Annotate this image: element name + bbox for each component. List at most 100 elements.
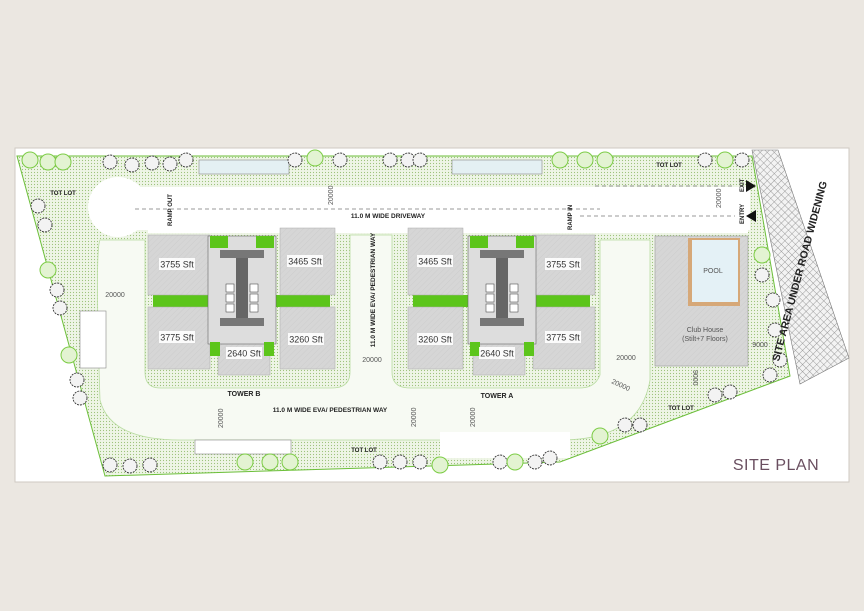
ramp-in-label: RAMP IN	[568, 205, 574, 230]
tree-icon	[527, 454, 543, 470]
tree-icon	[102, 457, 118, 473]
unit-area-label: 3465 Sft	[288, 257, 322, 267]
tree-icon	[49, 282, 65, 298]
dimension-label: 20000	[616, 355, 636, 362]
tree-icon	[551, 151, 569, 169]
tree-icon	[69, 372, 85, 388]
tree-icon	[39, 261, 57, 279]
tot-lot-label: TOT LOT	[668, 406, 694, 412]
unit-area-label: 3775 Sft	[160, 333, 194, 343]
tree-icon	[697, 152, 713, 168]
parking-bottom	[194, 439, 292, 455]
tree-icon	[372, 454, 388, 470]
ramp-out-label: RAMP OUT	[168, 194, 174, 226]
exit-label: EXIT	[740, 178, 746, 192]
unit-area-label: 3260 Sft	[289, 335, 323, 345]
eva-horizontal-label: 11.0 M WIDE EVA/ PEDESTRIAN WAY	[273, 407, 388, 414]
dimension-label: 20000	[470, 407, 477, 427]
tree-icon	[39, 153, 57, 171]
unit-area-label: 3260 Sft	[418, 335, 452, 345]
tree-icon	[306, 149, 324, 167]
tree-icon	[492, 454, 508, 470]
tree-icon	[178, 152, 194, 168]
tower-a-label: TOWER A	[481, 393, 514, 400]
tree-icon	[772, 352, 788, 368]
tree-icon	[707, 387, 723, 403]
tree-icon	[261, 453, 279, 471]
tree-icon	[21, 151, 39, 169]
tree-icon	[767, 322, 783, 338]
tree-icon	[236, 453, 254, 471]
unit-area-label: 3755 Sft	[160, 260, 194, 270]
tree-icon	[122, 458, 138, 474]
site-plan-title: SITE PLAN	[733, 457, 819, 474]
eva-pedestrian-way	[97, 234, 651, 441]
tree-icon	[576, 151, 594, 169]
tree-icon	[30, 198, 46, 214]
pool-label: POOL	[703, 268, 723, 275]
tower-b-block: 3755 Sft 3465 Sft 3775 Sft 2640 Sft 3260 Sft	[147, 227, 336, 376]
dimension-label: 20000	[328, 185, 335, 205]
club-house-label: Club House	[687, 327, 724, 334]
tree-icon	[753, 246, 771, 264]
tree-icon	[37, 217, 53, 233]
tree-icon	[412, 152, 428, 168]
tree-icon	[734, 152, 750, 168]
tree-icon	[632, 417, 648, 433]
tree-icon	[142, 457, 158, 473]
dimension-label: 20000	[362, 357, 382, 364]
planter-top-a	[451, 159, 543, 175]
tree-icon	[52, 300, 68, 316]
tot-lot-label: TOT LOT	[351, 448, 377, 454]
driveway	[102, 187, 750, 230]
tree-icon	[506, 453, 524, 471]
tot-lot-label: TOT LOT	[50, 191, 76, 197]
tree-icon	[765, 292, 781, 308]
tot-lot-label: TOT LOT	[656, 163, 682, 169]
tree-icon	[102, 154, 118, 170]
tree-icon	[754, 267, 770, 283]
tower-b-label: TOWER B	[228, 391, 261, 398]
tree-icon	[596, 151, 614, 169]
dimension-label: 9000	[691, 370, 698, 386]
trees	[21, 149, 788, 474]
tree-icon	[542, 450, 558, 466]
driveway-label: 11.0 M WIDE DRIVEWAY	[351, 213, 426, 220]
unit-area-label: 3755 Sft	[546, 260, 580, 270]
unit-area-label: 2640 Sft	[480, 349, 514, 359]
tree-icon	[332, 152, 348, 168]
unit-area-label: 2640 Sft	[227, 349, 261, 359]
tree-icon	[392, 454, 408, 470]
unit-area-label: 3465 Sft	[418, 257, 452, 267]
club-house-floors-label: (Stilt+7 Floors)	[682, 336, 728, 343]
tree-icon	[716, 151, 734, 169]
tree-icon	[591, 427, 609, 445]
dimension-label: 20000	[411, 407, 418, 427]
tree-icon	[162, 156, 178, 172]
driveway-turnaround	[88, 177, 148, 237]
left-structure	[79, 310, 107, 369]
tree-icon	[60, 346, 78, 364]
planter-top-b	[198, 159, 290, 175]
road-widening-area	[751, 149, 850, 385]
tree-icon	[72, 390, 88, 406]
tree-icon	[54, 153, 72, 171]
tree-icon	[412, 454, 428, 470]
entry-arrow-icon	[746, 210, 756, 222]
unit-area-label: 3775 Sft	[546, 333, 580, 343]
tower-a-block: 3465 Sft 3755 Sft 3260 Sft 2640 Sft 3775 Sft	[407, 227, 596, 376]
towers: 3755 Sft 3465 Sft 3775 Sft 2640 Sft 3260 Sft…	[147, 227, 596, 376]
tree-icon	[144, 155, 160, 171]
dimension-label: 9000	[752, 342, 768, 349]
eva-vertical-label: 11.0 M WIDE EVA/ PEDESTRIAN WAY	[370, 232, 377, 347]
tree-icon	[124, 157, 140, 173]
exit-arrow-icon	[746, 180, 756, 192]
tree-icon	[281, 453, 299, 471]
tree-icon	[762, 367, 778, 383]
tree-icon	[617, 417, 633, 433]
entry-label: ENTRY	[740, 204, 746, 224]
tree-icon	[431, 456, 449, 474]
tree-icon	[722, 384, 738, 400]
dimension-label: 20000	[218, 408, 225, 428]
